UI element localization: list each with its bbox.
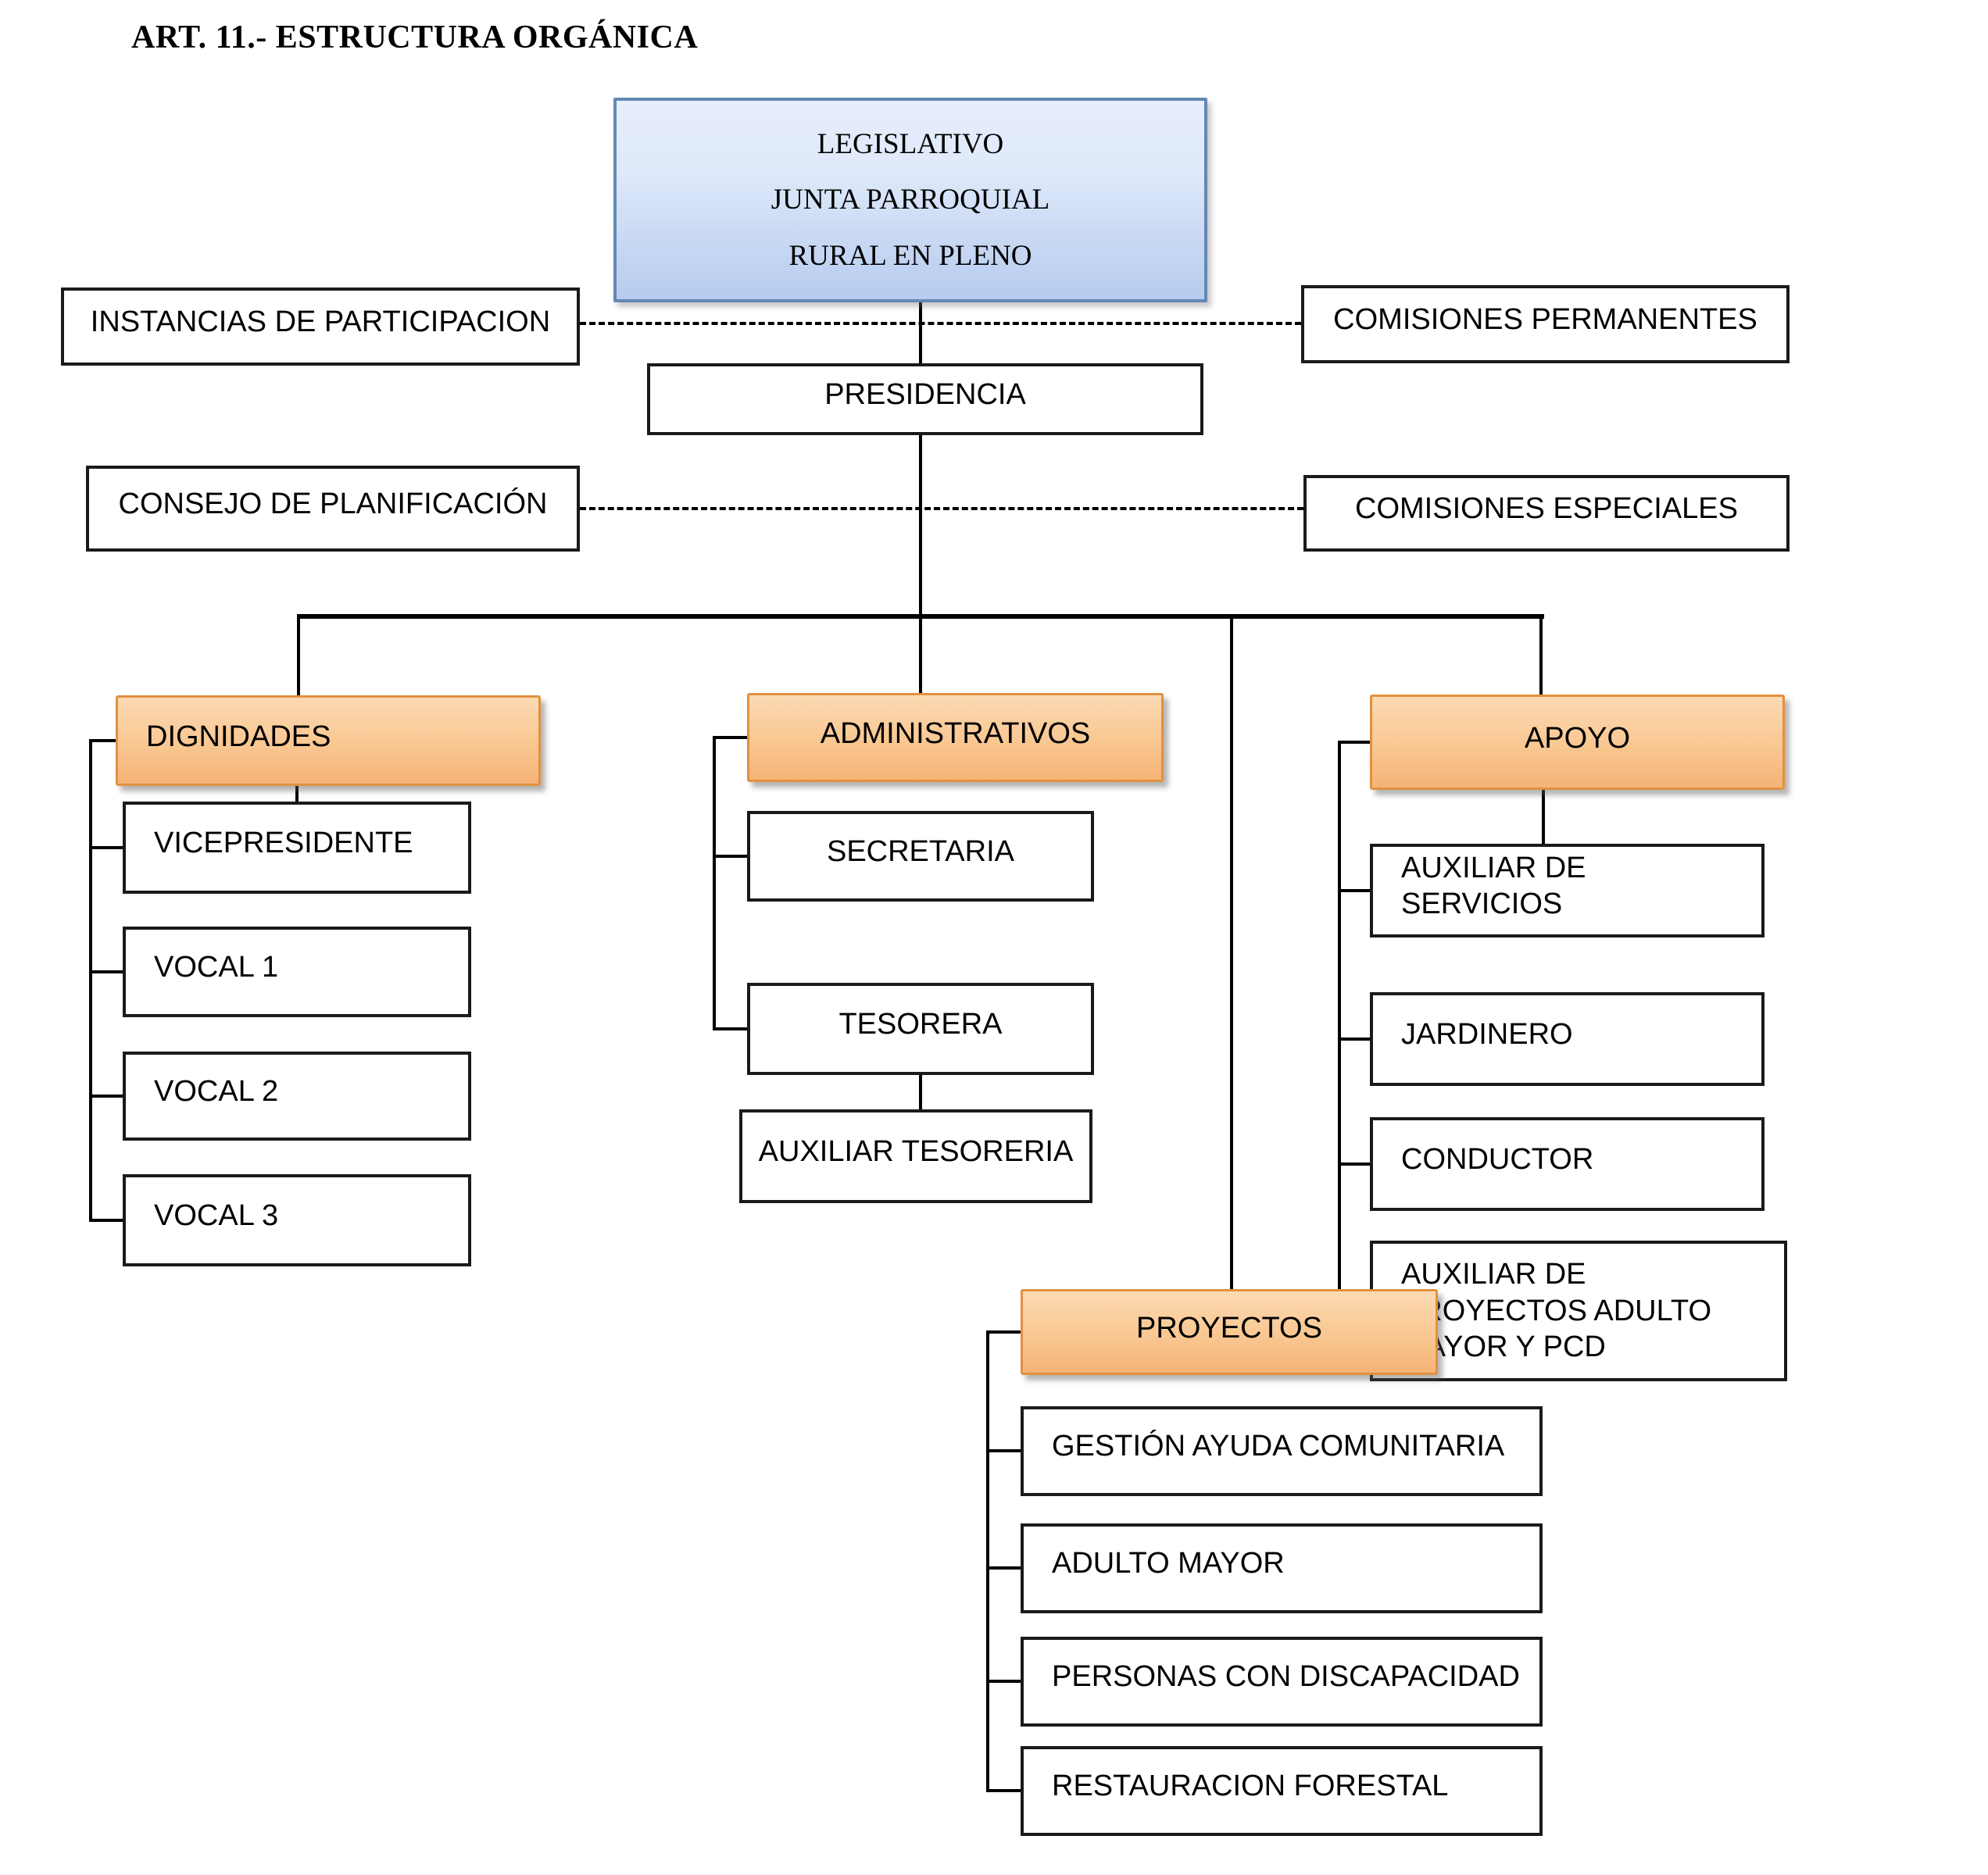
connector-drop-dignidades	[297, 614, 300, 695]
node-conductor: CONDUCTOR	[1370, 1117, 1765, 1211]
node-vocal-3: VOCAL 3	[123, 1174, 471, 1266]
node-auxiliar-de-servicios: AUXILIAR DE SERVICIOS	[1370, 844, 1765, 938]
node-legislativo-line1: LEGISLATIVO	[817, 128, 1004, 161]
node-vicepresidente: VICEPRESIDENTE	[123, 802, 471, 894]
bracket-dignidades-stub-2	[89, 970, 123, 973]
header-administrativos: ADMINISTRATIVOS	[747, 693, 1164, 782]
node-legislativo-line3: RURAL EN PLENO	[788, 239, 1032, 272]
bracket-proyectos-top	[986, 1330, 1021, 1334]
node-comisiones-permanentes: COMISIONES PERMANENTES	[1301, 285, 1790, 363]
node-instancias-de-participacion: INSTANCIAS DE PARTICIPACION	[61, 288, 580, 366]
connector-presidencia-junction	[919, 435, 922, 616]
header-dignidades: DIGNIDADES	[116, 695, 541, 786]
bracket-apoyo-stub-3	[1338, 1162, 1370, 1166]
connector-root-presidencia	[919, 301, 922, 365]
bracket-proyectos-vertical	[986, 1330, 989, 1792]
page-title: ART. 11.- ESTRUCTURA ORGÁNICA	[131, 20, 699, 55]
connector-dignidades-vicepresidente	[295, 786, 299, 802]
bracket-dignidades-stub-3	[89, 1095, 123, 1098]
bracket-administrativos-top	[713, 736, 747, 739]
node-gestion-ayuda-comunitaria: GESTIÓN AYUDA COMUNITARIA	[1021, 1406, 1543, 1496]
bracket-dignidades-stub-4	[89, 1219, 123, 1222]
node-vocal-1: VOCAL 1	[123, 927, 471, 1017]
node-auxiliar-tesoreria: AUXILIAR TESORERIA	[739, 1109, 1092, 1203]
node-restauracion-forestal: RESTAURACION FORESTAL	[1021, 1746, 1543, 1836]
node-vocal-2: VOCAL 2	[123, 1052, 471, 1141]
connector-drop-apoyo	[1539, 614, 1543, 695]
bracket-dignidades-stub-1	[89, 846, 123, 849]
bracket-apoyo-top	[1338, 741, 1370, 744]
node-comisiones-especiales: COMISIONES ESPECIALES	[1303, 475, 1790, 552]
bracket-apoyo-vertical	[1338, 741, 1341, 1312]
connector-dashed-instancias-comisiones	[580, 322, 1301, 325]
header-proyectos: PROYECTOS	[1021, 1289, 1438, 1375]
bracket-apoyo-stub-1	[1338, 889, 1370, 892]
node-personas-con-discapacidad: PERSONAS CON DISCAPACIDAD	[1021, 1637, 1543, 1727]
node-presidencia: PRESIDENCIA	[647, 363, 1203, 435]
bracket-proyectos-stub-4	[986, 1789, 1021, 1792]
node-legislativo-line2: JUNTA PARROQUIAL	[771, 184, 1050, 216]
bracket-administrativos-vertical	[713, 736, 716, 1030]
node-consejo-de-planificacion: CONSEJO DE PLANIFICACIÓN	[86, 466, 580, 552]
node-legislativo-junta-parroquial: LEGISLATIVO JUNTA PARROQUIAL RURAL EN PL…	[613, 98, 1207, 302]
bracket-apoyo-stub-2	[1338, 1038, 1370, 1041]
connector-apoyo-auxservicios	[1542, 790, 1545, 844]
connector-tesorera-auxiliar	[919, 1075, 922, 1109]
connector-drop-administrativos	[919, 614, 922, 693]
node-adulto-mayor: ADULTO MAYOR	[1021, 1523, 1543, 1613]
connector-drop-proyectos	[1230, 614, 1233, 1289]
bracket-administrativos-stub-1	[713, 855, 747, 858]
bracket-proyectos-stub-2	[986, 1566, 1021, 1570]
bracket-dignidades-top	[89, 739, 116, 742]
bracket-proyectos-stub-3	[986, 1680, 1021, 1683]
bracket-administrativos-stub-2	[713, 1027, 747, 1030]
header-apoyo: APOYO	[1370, 695, 1785, 790]
node-jardinero: JARDINERO	[1370, 992, 1765, 1086]
connector-dashed-consejo-comisiones	[580, 507, 1303, 510]
bracket-dignidades-vertical	[89, 739, 92, 1222]
node-tesorera: TESORERA	[747, 983, 1094, 1075]
node-secretaria: SECRETARIA	[747, 811, 1094, 902]
bracket-proyectos-stub-1	[986, 1449, 1021, 1452]
